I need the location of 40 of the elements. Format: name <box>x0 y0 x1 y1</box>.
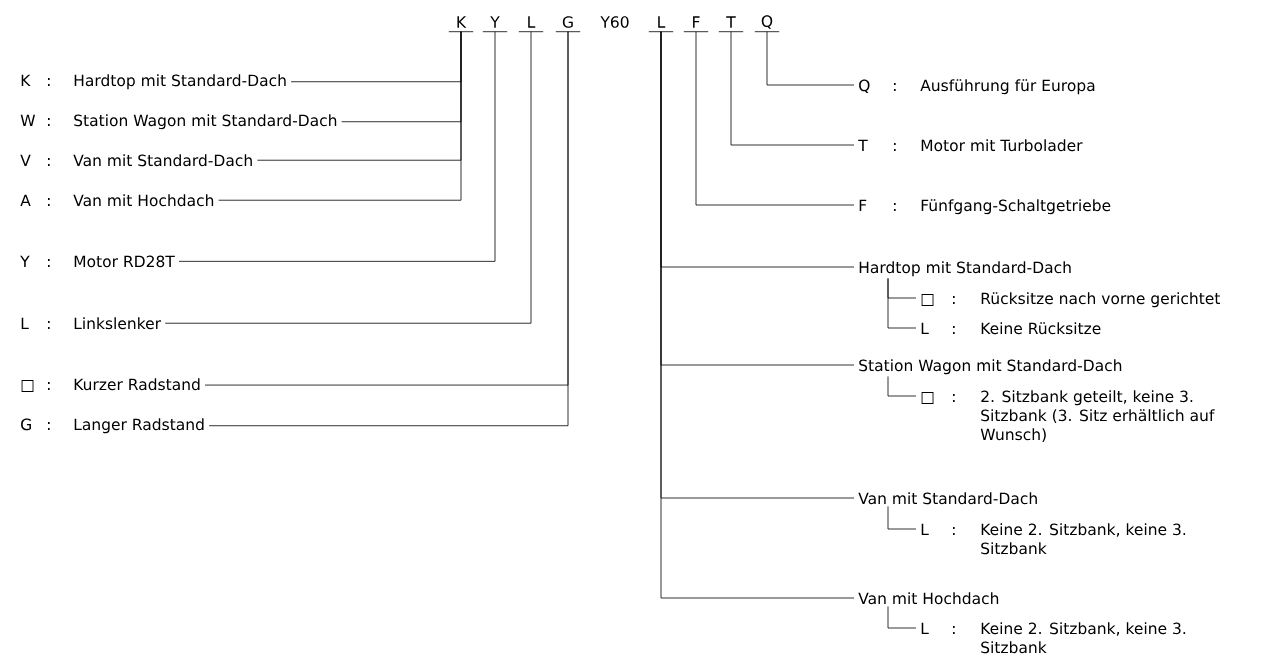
seat-description: L : Keine Rücksitze <box>921 322 1101 335</box>
code-letter: K <box>448 16 474 33</box>
code-description: Y : Motor RD28T <box>20 255 175 268</box>
seat-description: L : Keine 2. Sitzbank, keine 3. Sitzbank <box>921 523 1186 555</box>
code-description: Q : Ausführung für Europa <box>859 79 1095 95</box>
code-letter: L <box>518 16 544 33</box>
code-description: K : Hardtop mit Standard-Dach <box>21 74 286 90</box>
connector-line <box>766 31 855 86</box>
code-description: F : Fünfgang-Schaltgetriebe <box>859 199 1111 215</box>
connector-line <box>887 606 917 629</box>
connector-line <box>164 31 532 324</box>
connector-line <box>660 31 855 599</box>
variant-heading: Van mit Hochdach <box>858 592 999 605</box>
connector-line <box>178 31 496 262</box>
connector-line <box>218 31 462 201</box>
model-code: Y60 <box>600 16 629 28</box>
code-letter: Q <box>754 15 780 33</box>
code-description: L : Linkslenker <box>21 317 161 330</box>
code-letter: G <box>555 16 581 33</box>
code-description: T : Motor mit Turbolader <box>858 139 1083 152</box>
seat-description: L : Keine 2. Sitzbank, keine 3. Sitzbank <box>921 622 1186 654</box>
code-letter: Y <box>482 16 508 33</box>
code-letter: L <box>648 16 674 33</box>
connector-line <box>887 376 917 397</box>
code-description: A : Van mit Hochdach <box>20 194 214 207</box>
connector-line <box>887 278 917 329</box>
connector-line <box>695 31 855 206</box>
connector-line <box>730 31 855 146</box>
code-description: G : Langer Radstand <box>21 418 204 434</box>
code-description: W : Station Wagon mit Standard-Dach <box>20 114 337 130</box>
code-letter: F <box>683 16 709 33</box>
seat-description: □ : Rücksitze nach vorne gerichtet <box>921 292 1221 308</box>
variant-heading: Van mit Standard-Dach <box>858 492 1037 505</box>
code-description: □ : Kurzer Radstand <box>21 378 200 392</box>
code-description: V : Van mit Standard-Dach <box>20 154 252 167</box>
variant-heading: Station Wagon mit Standard-Dach <box>859 359 1122 375</box>
connector-line <box>887 506 917 530</box>
seat-description: □ : 2. Sitzbank geteilt, keine 3. Sitzbank (3. Sitz erhältlich auf Wunsch) <box>921 390 1215 443</box>
code-letter: T <box>718 16 744 33</box>
variant-heading: Hardtop mit Standard-Dach <box>859 261 1071 277</box>
